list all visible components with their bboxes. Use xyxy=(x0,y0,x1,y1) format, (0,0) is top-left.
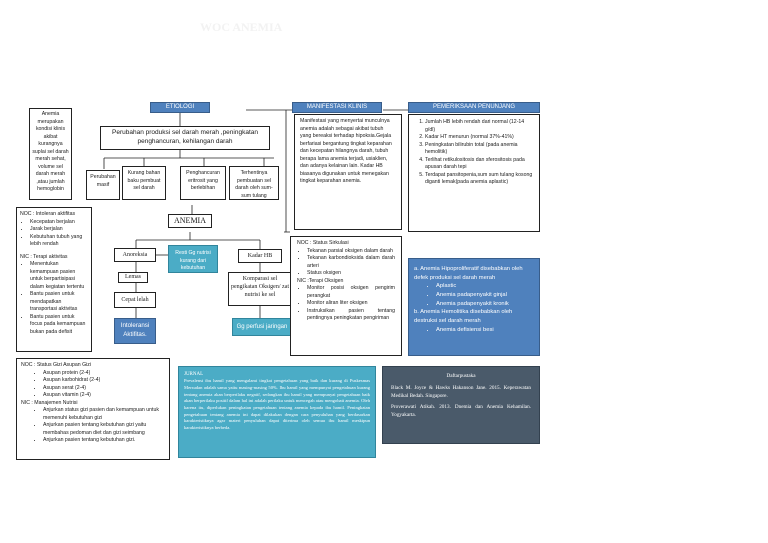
gg-perfusi-node: Gg perfusi jaringan xyxy=(232,318,292,336)
pemeriksaan-item: Kadar HT menurun (normal 37%-41%) xyxy=(425,134,535,142)
noc-item: Asupan serat (2-4) xyxy=(43,385,165,393)
noc-item: Asupan protein (2-4) xyxy=(43,370,165,378)
noc-item: Asupan karbohidrat (2-4) xyxy=(43,377,165,385)
pemeriksaan-item: Peningkatan bilirubin total (pada anemia… xyxy=(425,142,535,157)
noc-intoleransi-box: NOC : Intoleran aktifitas Kecepatan berj… xyxy=(16,207,92,352)
klasifikasi-item: Aplastic xyxy=(436,282,534,291)
noc-item: Tekanan karbondioksida dalam darah arter… xyxy=(307,255,395,270)
etiologi-header: ETIOLOGI xyxy=(150,102,210,113)
nic-item: Anjurkan pasien tentang kebutuhan gizi. xyxy=(43,437,165,445)
noc-item: Jarak berjalan xyxy=(30,226,88,234)
nic-intoleransi-title: NIC : Terapi aktivitas xyxy=(20,253,68,260)
klasifikasi-item: Anemia padapenyakit kronik xyxy=(436,300,534,309)
pustaka-ref: Proverawati Atikah. 2013. Dnemia dan Ane… xyxy=(391,404,531,419)
noc-sirkulasi-box: NOC : Status Sirkulasi Tekanan parsial o… xyxy=(290,236,402,356)
cause-kurang-bahan-baku: Kurang bahan baku pembuat sel darah xyxy=(122,166,166,200)
pemeriksaan-item: Terdapat pansitopenia,sum sum tulang kos… xyxy=(425,172,535,187)
nic-item: Menentukan kemampuan pasien untuk berpar… xyxy=(30,261,88,291)
manifestasi-header: MANIFESTASI KLINIS xyxy=(292,102,382,113)
pemeriksaan-item: Terlihat retikulositosis dan sferositosi… xyxy=(425,157,535,172)
lemas-node: Lemas xyxy=(118,272,148,283)
nic-item: Anjurkan pasien tentang kebutuhan gizi y… xyxy=(43,422,165,437)
cause-penghancuran-eritrosit: Penghancuran eritrosit yang berlebihan xyxy=(180,166,226,200)
resti-nutrisi-node: Resti Gg nutrisi kurang dari kebutuhan xyxy=(168,245,218,273)
cause-terhentinya-pembuatan: Terhentinya pembuatan sel darah oleh sum… xyxy=(229,166,279,200)
nic-item: Anjurkan status gizi pasien dan kemampua… xyxy=(43,407,165,422)
nic-item: Instruksikan pasien tentang pentingnya p… xyxy=(307,308,395,323)
kadar-hb-node: Kadar HB xyxy=(238,249,282,263)
klasifikasi-box: a. Anemia Hipoproliferatif disebabkan ol… xyxy=(408,258,540,356)
noc-nutrisi-title: NOC : Status Gizi Asupan Gizi xyxy=(21,362,92,368)
noc-nutrisi-box: NOC : Status Gizi Asupan Gizi Asupan pro… xyxy=(16,358,170,460)
klasifikasi-item: Anemia padapenyakit ginjal xyxy=(436,291,534,300)
etiologi-main: Perubahan produksi sel darah merah ,peni… xyxy=(100,126,270,150)
pustaka-ref: Black M. Joyce & Hawks Hakanson Jane. 20… xyxy=(391,384,531,399)
nic-item: Monitor aliran liter oksigen xyxy=(307,300,395,308)
nic-item: Bantu pasien untuk focus pada kemampuan … xyxy=(30,314,88,337)
intoleransi-aktifitas-node: Intoleransi Aktifitas. xyxy=(114,318,156,344)
jurnal-box: JURNAL Prevalensi ibu hamil yang mengala… xyxy=(178,366,376,458)
nic-nutrisi-title: NIC : Manajemen Nutrisi xyxy=(21,399,78,406)
nic-item: Monitor posisi oksigen pengirim perangka… xyxy=(307,285,395,300)
cause-perubahan-masif: Perubahan masif xyxy=(86,170,120,200)
pemeriksaan-item: Jumlah HB lebih rendah dari normal (12-1… xyxy=(425,119,535,134)
noc-item: Tekanan parsial oksigen dalam darah xyxy=(307,248,395,256)
klasifikasi-b-title: b. Anemia Hemolitika disebabkan oleh des… xyxy=(414,309,513,325)
nic-sirkulasi-title: NIC :Terapi Oksigen xyxy=(297,277,344,284)
pustaka-title: Daftarpustaka xyxy=(446,373,476,379)
anoreksia-node: Anoreksia xyxy=(114,248,156,262)
anemia-node: ANEMIA xyxy=(168,214,212,228)
page-title: WOC ANEMIA xyxy=(200,20,283,34)
nic-item: Bantu pasien untuk mendapatkan transport… xyxy=(30,291,88,314)
jurnal-text: Prevalensi ibu hamil yang mengalami ting… xyxy=(184,378,370,430)
noc-sirkulasi-title: NOC : Status Sirkulasi xyxy=(297,240,349,246)
klasifikasi-a-title: a. Anemia Hipoproliferatif disebabkan ol… xyxy=(414,266,523,281)
pustaka-box: Daftarpustaka Black M. Joyce & Hawks Hak… xyxy=(382,366,540,444)
pemeriksaan-box: Jumlah HB lebih rendah dari normal (12-1… xyxy=(408,114,540,232)
klasifikasi-item: Anemia defisiensi besi xyxy=(436,326,534,335)
jurnal-label: JURNAL xyxy=(184,372,204,377)
definisi-box: Anemia merupakan kondisi klinis akibat k… xyxy=(29,108,72,200)
manifestasi-box: Manifestasi yang menyertai munculnya ane… xyxy=(294,114,402,230)
pemeriksaan-header: PEMERIKSAAN PENUNJANG xyxy=(408,102,540,113)
noc-intoleransi-title: NOC : Intoleran aktifitas xyxy=(20,211,76,217)
noc-item: Kebutuhan tubuh yang lebih rendah xyxy=(30,234,88,249)
noc-item: Kecepatan berjalan xyxy=(30,219,88,227)
noc-item: Status oksigen xyxy=(307,270,395,278)
noc-item: Asupan vitamin (2-4) xyxy=(43,392,165,400)
cepat-lelah-node: Cepat lelah xyxy=(114,292,156,308)
komparasi-node: Komparasi sel pengikatan Oksigen/ zat nu… xyxy=(228,272,292,306)
